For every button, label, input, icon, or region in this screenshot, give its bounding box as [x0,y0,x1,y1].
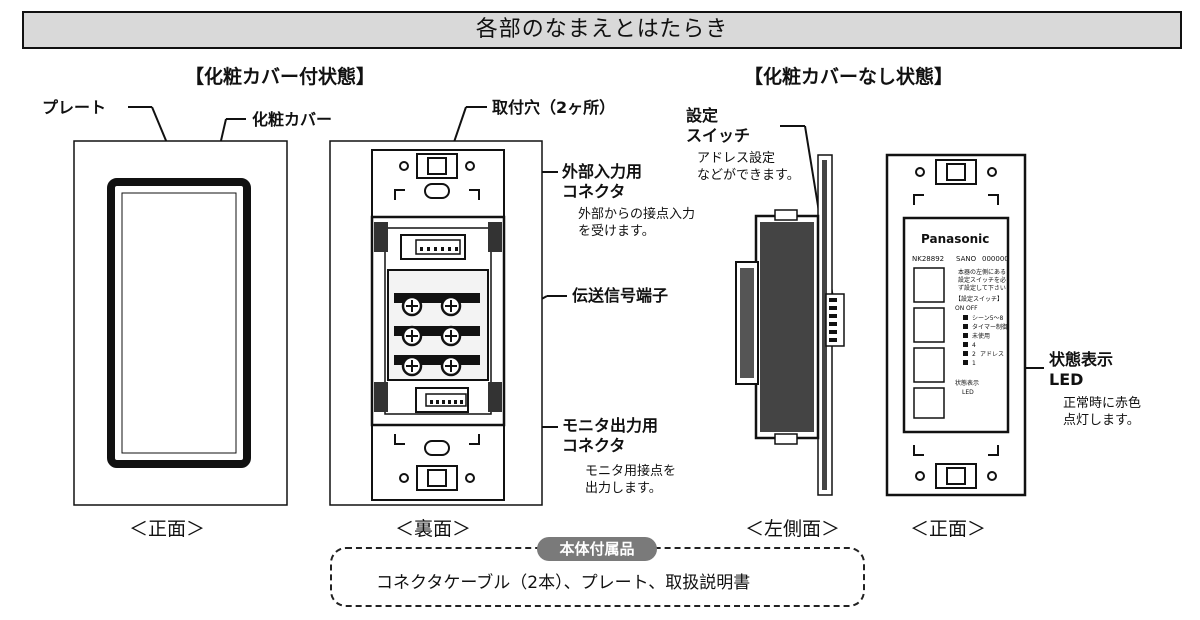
off-print: OFF [966,305,978,312]
label-ext-input-1: 外部入力用 [562,162,643,181]
monitor-desc-2: 出力します。 [585,481,662,496]
led-print-2: LED [962,389,974,396]
dip-label-2: タイマー制御 [972,324,1009,331]
brand-logo-text: Panasonic [921,232,990,246]
monitor-desc-1: モニタ用接点を [585,464,677,479]
device-note-2: 設定スイッチを必 [958,277,1007,284]
label-monitor-2: コネクタ [562,436,626,455]
switch-desc-1: アドレス設定 [697,151,776,166]
led-desc-2: 点灯します。 [1063,413,1140,428]
label-plate: プレート [42,98,107,117]
ext-input-desc-1: 外部からの接点入力 [578,207,696,222]
label-cover: 化粧カバー [252,110,333,129]
front-with-cover [73,140,288,506]
label-led-1: 状態表示 [1049,350,1114,369]
back-view [329,140,543,506]
label-switch-2: スイッチ [686,126,751,145]
left-side-view [735,154,845,496]
label-mount-hole: 取付穴（2ヶ所） [492,98,616,117]
caption-front-2: ＜正面＞ [910,518,987,540]
left-section-heading: 【化粧カバー付状態】 [185,66,376,88]
dip-label-3: 未使用 [972,333,991,340]
device-note-1: 本器の左側にある [958,269,1007,276]
model-number: NK28892 [912,255,945,263]
label-signal-terminal: 伝送信号端子 [572,286,669,305]
led-desc-1: 正常時に赤色 [1063,396,1142,411]
led-print-1: 状態表示 [955,380,980,387]
caption-left-side: ＜左側面＞ [745,518,841,540]
dip-label-4: 4 [972,342,976,349]
right-section-heading: 【化粧カバーなし状態】 [744,66,954,88]
page-title: 各部のなまえとはたらき [22,11,1182,49]
dip-label-5: 2 [972,351,976,358]
dip-label-6: 1 [972,360,976,367]
serial-text: 000000 [982,255,1009,263]
device-note-3: ず設定して下さい [958,285,1006,292]
accessories-title: 本体付属品 [537,537,657,561]
sano-text: SANO [956,255,977,263]
dip-address-label: アドレス [980,351,1005,358]
front-without-cover [885,153,1027,497]
accessories-text: コネクタケーブル（2本）、プレート、取扱説明書 [376,573,751,593]
switch-desc-2: などができます。 [697,168,800,183]
caption-front: ＜正面＞ [129,518,206,540]
label-monitor-1: モニタ出力用 [562,416,659,435]
caption-back: ＜裏面＞ [395,518,472,540]
on-print: ON [955,305,965,312]
dip-label-1: シーン5～8 [972,315,1004,322]
ext-input-desc-2: を受けます。 [578,224,655,239]
label-ext-input-2: コネクタ [562,182,626,201]
label-led-2: LED [1049,370,1084,389]
switch-print-head: 【設定スイッチ】 [955,296,1004,303]
label-switch-1: 設定 [686,106,719,125]
